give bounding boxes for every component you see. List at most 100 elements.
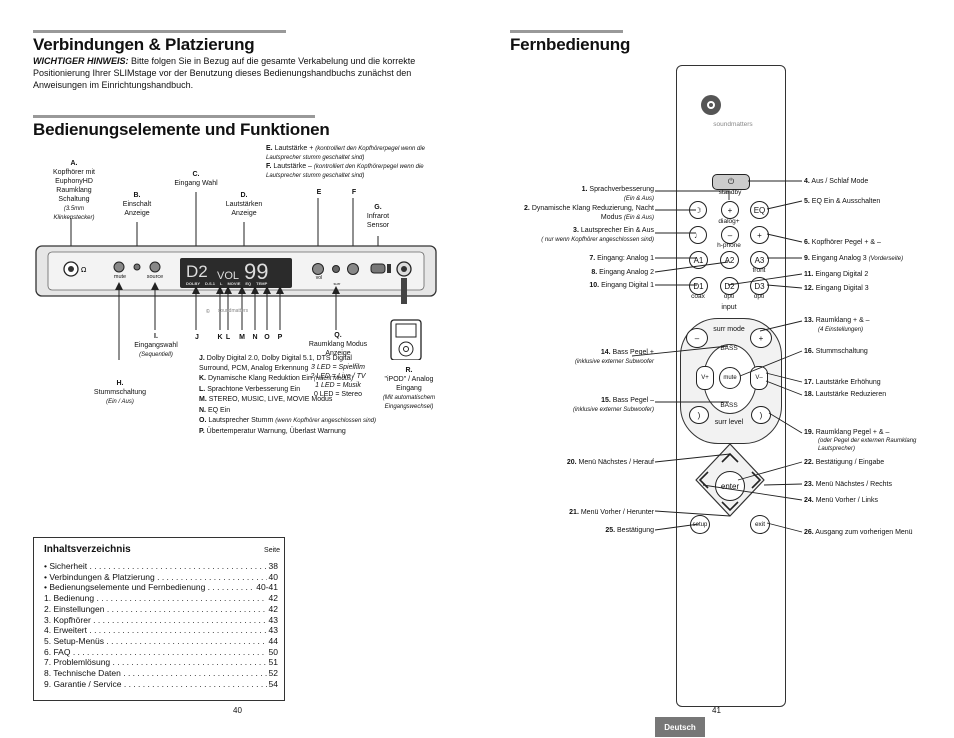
- title-rule-right: [510, 30, 623, 33]
- title-rule-1: [33, 30, 286, 33]
- surr-mode-label: surr mode: [713, 326, 745, 333]
- coax-label: coax: [691, 293, 705, 300]
- d1-button[interactable]: D1: [689, 277, 708, 295]
- setup-button[interactable]: setup: [690, 515, 710, 534]
- dialog-button[interactable]: +: [721, 201, 739, 219]
- label-q: Q.Raumklang Modus Anzeige 3 LED = Spielf…: [308, 332, 368, 398]
- input-label: input: [721, 304, 737, 311]
- hint-line-2: Positionierung Ihrer SLIMstage vor der B…: [33, 68, 412, 78]
- letter-l: L: [225, 334, 231, 341]
- toc-page: 43: [266, 614, 278, 626]
- toc-row: 8. Technische Daten52: [44, 668, 278, 679]
- callout-10: 10. Eingang Digital 1: [589, 282, 654, 289]
- title-bedienungselemente: Bedienungselemente und Funktionen: [33, 120, 330, 139]
- toc-page: 50: [266, 646, 278, 658]
- headphone-minus-button[interactable]: –: [721, 226, 739, 244]
- toc-entry: 9. Garantie / Service: [44, 679, 267, 690]
- mute-label: mute: [113, 274, 127, 280]
- toc-page: 54: [266, 678, 278, 690]
- bass-label-top: BASS: [720, 345, 738, 352]
- label-i: I.Eingangswahl(Sequentiell): [134, 333, 178, 358]
- toc-entry: 6. FAQ: [44, 647, 267, 658]
- volume-down-button[interactable]: V–: [750, 366, 768, 390]
- a3-button[interactable]: A3: [750, 251, 769, 269]
- surr-level-plus-button[interactable]: ): [751, 406, 771, 424]
- toc-page: 43: [266, 625, 278, 636]
- power-button[interactable]: ⏻: [712, 174, 750, 190]
- toc-row: 7. Problemlösung51: [44, 657, 278, 669]
- display-vol-number: 99: [244, 259, 269, 284]
- legend-m: M. STEREO, MUSIC, LIVE, MOVIE Modus: [199, 396, 333, 403]
- toc-entry: 1. Bedienung: [44, 593, 267, 604]
- toc-page: 40-41: [254, 582, 278, 594]
- display-mode-eq: EQ: [245, 281, 252, 286]
- toc-row: 9. Garantie / Service54: [44, 678, 278, 690]
- surr-level-minus-button[interactable]: ): [689, 406, 709, 424]
- toc-row: 5. Setup-Menüs44: [44, 635, 278, 647]
- callout-8: 8. Eingang Analog 2: [591, 269, 654, 276]
- enter-button[interactable]: enter: [715, 471, 745, 501]
- toc-entry: 5. Setup-Menüs: [44, 636, 267, 647]
- callout-21: 21. Menü Vorher / Herunter: [569, 509, 654, 516]
- callout-17: 17. Lautstärke Erhöhung: [804, 379, 881, 386]
- callout-26: 26. Ausgang zum vorherigen Menü: [804, 529, 913, 536]
- toc-entry: 8. Technische Daten: [44, 668, 267, 679]
- legend-k: K. Dynamische Klang Reduktion Ein (Nacht…: [199, 375, 354, 382]
- speaker-button[interactable]: ♩: [689, 226, 707, 244]
- label-d: D.Lautstärken Anzeige: [225, 192, 263, 217]
- volume-up-button[interactable]: V+: [696, 366, 714, 390]
- legend-p: P. Übertemperatur Warnung, Überlast Warn…: [199, 427, 346, 435]
- title-fernbedienung: Fernbedienung: [510, 35, 631, 54]
- table-of-contents: Inhaltsverzeichnis Seite • Sicherheit38•…: [33, 537, 285, 701]
- toc-page: 38: [266, 561, 278, 572]
- callout-13: 13. Raumklang + & –(4 Einstellungen): [804, 317, 870, 333]
- toc-row: 3. Kopfhörer43: [44, 614, 278, 626]
- callout-19: 19. Raumklang Pegel + & –(oder Pegel der…: [804, 429, 917, 452]
- callout-3: 3. Lautsprecher Ein & Aus( nur wenn Kopf…: [541, 227, 654, 243]
- callout-14: 14. Bass Pegel +(inklusive externer Subw…: [574, 349, 654, 365]
- hint-line-3: Anweisungen im Einrichtungshandbuch.: [33, 80, 194, 90]
- letter-f: F: [351, 189, 357, 196]
- letter-j: J: [195, 334, 199, 341]
- mute-button[interactable]: mute: [719, 367, 741, 389]
- toc-page: 42: [266, 603, 278, 615]
- toc-list: • Sicherheit38• Verbindungen & Platzieru…: [34, 558, 284, 690]
- display-mode-ds: D.S.1: [205, 281, 216, 286]
- toc-entry: 7. Problemlösung: [44, 657, 267, 668]
- hint-line-1: Bitte folgen Sie in Bezug auf die gesamt…: [131, 56, 416, 66]
- front-label: front: [752, 267, 766, 274]
- legend-l: L. Sprachtone Verbesserung Ein: [199, 385, 301, 393]
- label-e: E. Lautstärke + (kontrolliert den Kopfhö…: [266, 145, 425, 161]
- legend-o: O. Lautsprecher Stumm (wenn Kopfhörer an…: [199, 417, 377, 424]
- toc-entry: 2. Einstellungen: [44, 604, 267, 615]
- legend-n: N. EQ Ein: [199, 406, 231, 414]
- exit-button[interactable]: exit: [750, 515, 770, 534]
- toc-page: 51: [266, 657, 278, 669]
- callout-9: 9. Eingang Analog 3 (Vorderseite): [804, 255, 904, 262]
- toc-row: 6. FAQ50: [44, 646, 278, 658]
- device-brand: soundmatters: [217, 308, 249, 314]
- eq-button[interactable]: EQ: [750, 201, 769, 219]
- toc-row: • Verbindungen & Platzierung40: [44, 571, 278, 583]
- letter-p: P: [277, 334, 283, 341]
- letter-n: N: [252, 334, 258, 341]
- d2-button[interactable]: D2: [720, 277, 739, 295]
- title-verbindungen: Verbindungen & Platzierung: [33, 35, 255, 54]
- a2-button[interactable]: A2: [720, 251, 739, 269]
- label-r: R."iPOD" / Analog Eingang(Mit automatisc…: [382, 367, 436, 410]
- letter-m: M: [239, 334, 245, 341]
- opti-label-2: opti: [753, 293, 765, 300]
- hint-label: WICHTIGER HINWEIS:: [33, 56, 129, 66]
- toc-entry: 4. Erweitert: [44, 625, 267, 636]
- headphone-plus-button[interactable]: +: [750, 226, 769, 244]
- display-text: D2 VOL 99 DOLBY D.S.1 L MOVIE EQ TEMP: [182, 259, 292, 289]
- opti-label-1: opti: [723, 293, 735, 300]
- a1-button[interactable]: A1: [689, 251, 708, 269]
- surr-label: surr: [333, 281, 341, 286]
- callout-7: 7. Eingang: Analog 1: [589, 255, 654, 262]
- surr-plus-button[interactable]: +: [750, 328, 772, 348]
- toc-page: 42: [266, 593, 278, 604]
- label-a: A.Kopfhörer mit EuphonyHD Raumklang Scha…: [52, 160, 96, 221]
- surr-minus-button[interactable]: –: [686, 328, 708, 348]
- d3-button[interactable]: D3: [750, 277, 769, 295]
